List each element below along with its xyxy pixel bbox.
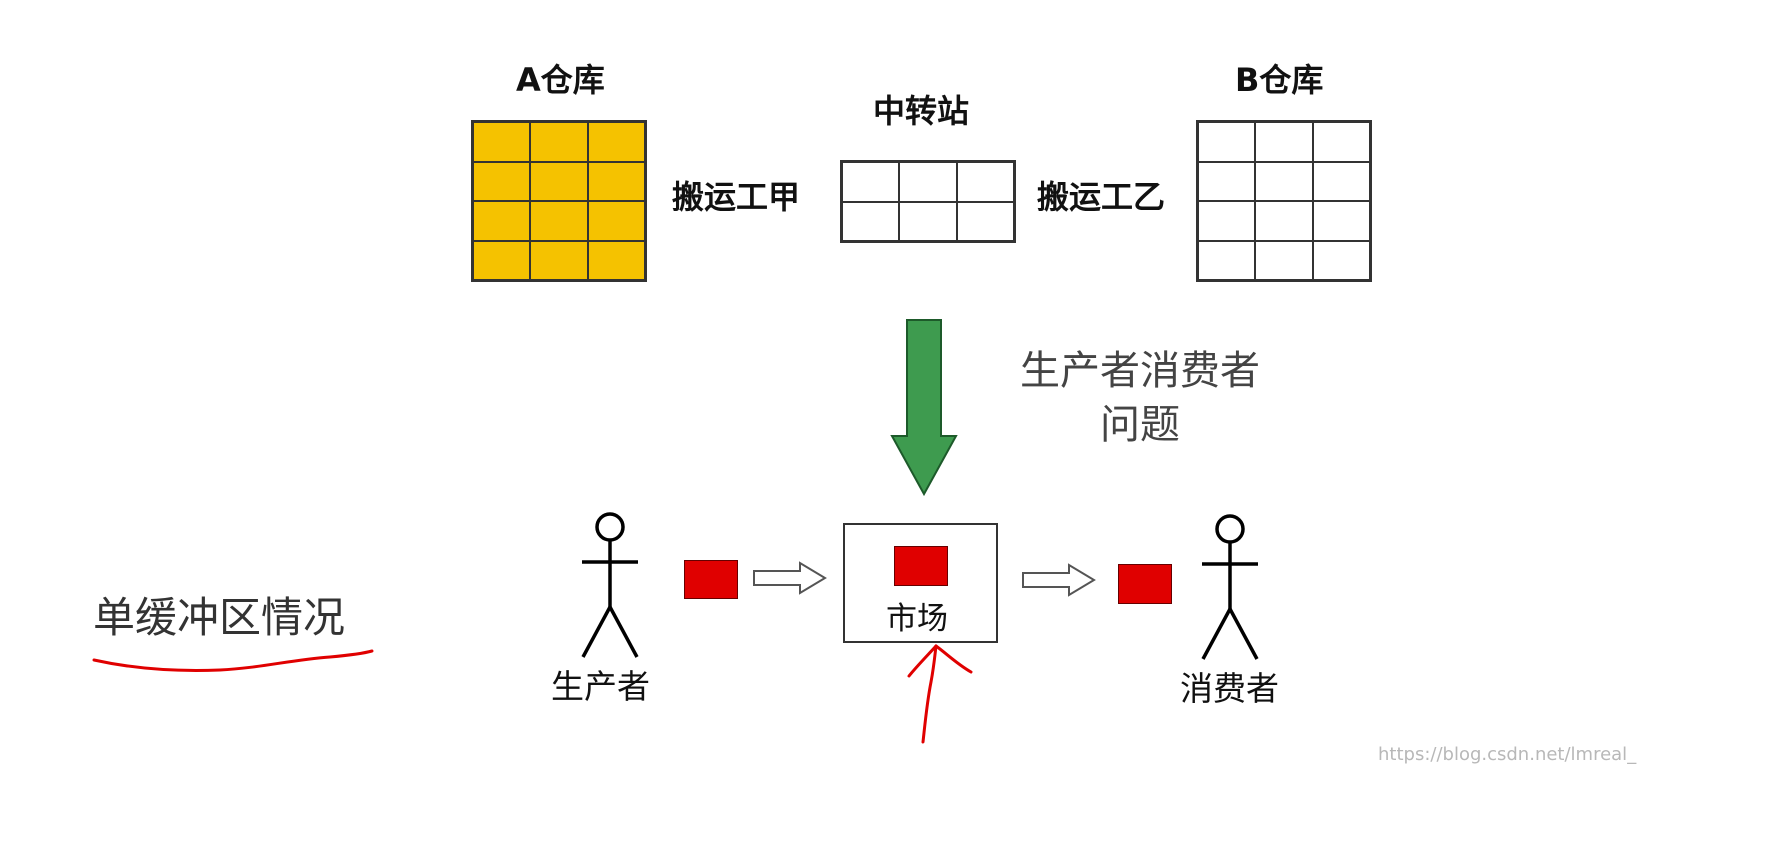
grid-cell: [530, 240, 588, 280]
warehouse-a-grid: [471, 120, 647, 282]
underline-stroke-icon: [92, 649, 374, 673]
grid-cell: [956, 201, 1014, 241]
grid-cell: [1198, 161, 1256, 201]
grid-cell: [473, 201, 531, 241]
grid-cell: [1198, 201, 1256, 241]
grid-cell: [1198, 240, 1256, 280]
grid-cell: [1312, 201, 1370, 241]
problem-label-line1: 生产者消费者: [1020, 348, 1260, 394]
grid-cell: [530, 122, 588, 162]
worker-a-label: 搬运工甲: [672, 178, 801, 216]
warehouse-b-title: B仓库: [1235, 61, 1324, 99]
grid-cell: [587, 240, 645, 280]
down-arrow-icon: [890, 319, 958, 497]
grid-cell: [587, 161, 645, 201]
problem-label: 生产者消费者 问题: [1000, 344, 1280, 452]
grid-cell: [1255, 201, 1313, 241]
grid-cell: [473, 240, 531, 280]
problem-label-line2: 问题: [1100, 402, 1180, 448]
grid-cell: [1198, 122, 1256, 162]
market-box: [843, 523, 998, 643]
grid-cell: [530, 161, 588, 201]
right-arrow-icon: [753, 561, 827, 595]
market-item: [894, 546, 948, 586]
grid-cell: [1312, 161, 1370, 201]
grid-cell: [842, 201, 900, 241]
grid-cell: [1255, 240, 1313, 280]
warehouse-b-grid: [1196, 120, 1372, 282]
consumer-stick-figure-icon: [1201, 514, 1259, 660]
grid-cell: [587, 201, 645, 241]
transfer-station-grid: [840, 160, 1016, 243]
warehouse-a-title: A仓库: [516, 61, 605, 99]
grid-cell: [899, 201, 957, 241]
handwritten-arrow-icon: [907, 644, 973, 744]
grid-cell: [899, 162, 957, 202]
market-label: 市场: [886, 601, 948, 637]
right-arrow-icon: [1022, 563, 1096, 597]
grid-cell: [1255, 122, 1313, 162]
producer-stick-figure-icon: [581, 512, 639, 658]
grid-cell: [530, 201, 588, 241]
consumer-label: 消费者: [1180, 669, 1279, 708]
watermark: https://blog.csdn.net/lmreal_: [1378, 744, 1637, 765]
worker-b-label: 搬运工乙: [1037, 178, 1166, 216]
transfer-station-title: 中转站: [873, 92, 970, 130]
grid-cell: [842, 162, 900, 202]
producer-label: 生产者: [551, 667, 650, 706]
grid-cell: [1255, 161, 1313, 201]
producer-item: [684, 560, 738, 599]
grid-cell: [1312, 122, 1370, 162]
annotation-text: 单缓冲区情况: [93, 593, 346, 642]
grid-cell: [473, 122, 531, 162]
grid-cell: [956, 162, 1014, 202]
grid-cell: [1312, 240, 1370, 280]
consumer-item: [1118, 564, 1172, 604]
grid-cell: [473, 161, 531, 201]
grid-cell: [587, 122, 645, 162]
